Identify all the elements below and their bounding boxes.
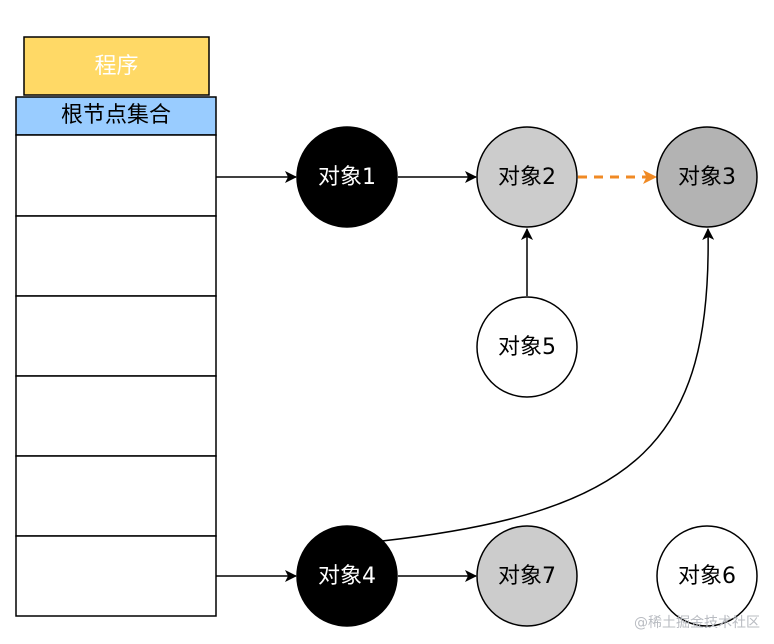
- root-slot: [15, 295, 217, 377]
- program-label: 程序: [94, 54, 138, 79]
- object-node-5: 对象5: [476, 296, 578, 398]
- object-node-1-label: 对象1: [318, 165, 376, 190]
- object-node-2: 对象2: [476, 126, 578, 228]
- object-node-4: 对象4: [296, 525, 398, 627]
- object-node-3: 对象3: [656, 126, 758, 228]
- edge-object4-to-object3-curve: [381, 228, 715, 542]
- object-node-5-label: 对象5: [498, 335, 556, 360]
- object-node-6: 对象6: [656, 525, 758, 627]
- object-node-7: 对象7: [476, 525, 578, 627]
- root-set-label: 根节点集合: [61, 103, 171, 128]
- object-node-6-label: 对象6: [678, 564, 736, 589]
- object-node-3-label: 对象3: [678, 165, 736, 190]
- root-slot: [15, 455, 217, 537]
- object-node-7-label: 对象7: [498, 564, 556, 589]
- root-set-header: 根节点集合: [15, 96, 217, 136]
- program-box: 程序: [23, 36, 210, 96]
- edges: [216, 170, 715, 582]
- root-set-slots: [15, 134, 217, 617]
- root-slot: [15, 134, 217, 217]
- object-node-2-label: 对象2: [498, 165, 556, 190]
- object-node-4-label: 对象4: [318, 564, 376, 589]
- root-slot: [15, 375, 217, 457]
- root-slot: [15, 535, 217, 617]
- root-slot: [15, 215, 217, 297]
- watermark: @稀土掘金技术社区: [634, 615, 760, 631]
- object-node-1: 对象1: [296, 126, 398, 228]
